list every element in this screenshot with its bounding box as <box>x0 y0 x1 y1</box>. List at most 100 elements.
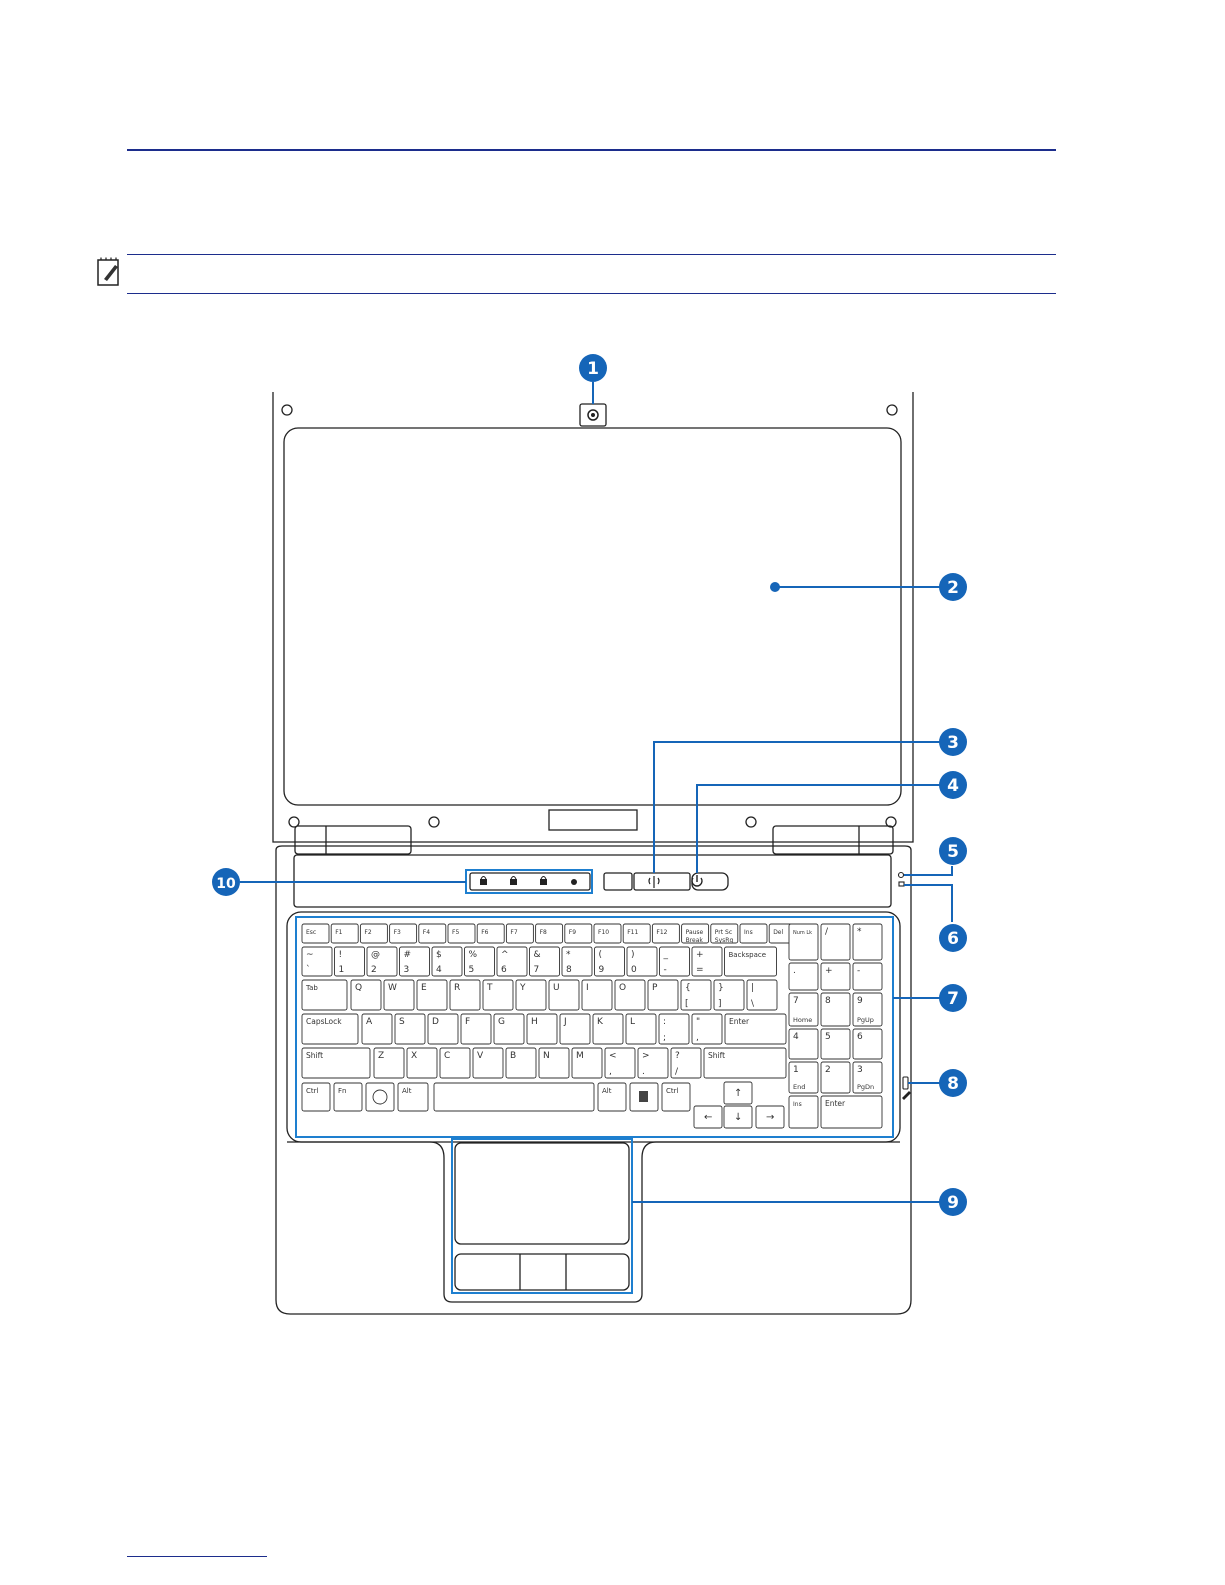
key-label: F1 <box>335 929 342 936</box>
key: → <box>755 1105 785 1129</box>
key-sublabel: 0 <box>631 965 637 975</box>
arrow-icon: ↓ <box>734 1112 742 1123</box>
key-cap <box>691 946 723 977</box>
key-cap <box>820 923 851 961</box>
key: / <box>820 923 851 961</box>
key: Q <box>350 979 382 1011</box>
key-label: F6 <box>481 929 488 936</box>
key-cap <box>334 946 365 977</box>
key: ↑ <box>723 1081 753 1105</box>
key: Ins <box>788 1095 819 1129</box>
key: - <box>852 962 883 991</box>
key: K <box>592 1013 624 1045</box>
key: O <box>614 979 646 1011</box>
key: Alt <box>397 1082 429 1112</box>
key-label: _ <box>663 950 669 960</box>
key-cap <box>439 1047 471 1079</box>
callout-marker <box>939 728 967 756</box>
key-label: Ctrl <box>666 1087 679 1095</box>
key: $4 <box>431 946 463 977</box>
key-label: Num Lk <box>793 930 812 936</box>
key-cap <box>713 979 745 1011</box>
key: B <box>505 1047 537 1079</box>
key-label: F12 <box>656 929 667 936</box>
key: H <box>526 1013 558 1045</box>
key-cap <box>788 992 819 1027</box>
note-pad-icon <box>97 257 119 286</box>
callout-marker <box>212 868 240 896</box>
key-label: 3 <box>857 1065 863 1075</box>
callout-marker <box>939 1188 967 1216</box>
key-label: Ctrl <box>306 1087 319 1095</box>
key: !1 <box>334 946 365 977</box>
key-cap <box>788 1061 819 1094</box>
key: F6 <box>476 923 505 944</box>
key: Alt <box>597 1082 627 1112</box>
key-cap <box>625 1013 657 1045</box>
key: A <box>361 1013 393 1045</box>
key-cap <box>852 992 883 1027</box>
key-label: Backspace <box>729 951 767 959</box>
key-label: 5 <box>825 1032 831 1042</box>
key: {[ <box>680 979 712 1011</box>
key: Backspace <box>724 946 777 977</box>
key-cap <box>659 946 690 977</box>
key: . <box>788 962 819 991</box>
key: CapsLock <box>301 1013 359 1045</box>
key-label: F7 <box>510 929 517 936</box>
key-cap <box>418 923 447 944</box>
key: V <box>472 1047 504 1079</box>
callout-number: 2 <box>947 578 959 598</box>
key-cap <box>852 962 883 991</box>
camera-icon <box>579 403 607 427</box>
key-label: { <box>685 983 691 993</box>
key: P <box>647 979 679 1011</box>
key-label: 9 <box>857 996 863 1006</box>
wireless-icon <box>648 876 660 888</box>
callout-marker <box>939 924 967 952</box>
key-sublabel: 2 <box>371 965 377 975</box>
callout-wireless-switch: 3 <box>939 728 967 756</box>
key-sublabel: PgDn <box>857 1083 874 1091</box>
key-label: Fn <box>338 1087 346 1095</box>
key-label: B <box>510 1051 516 1061</box>
key-cap <box>581 979 613 1011</box>
key-cap <box>449 979 481 1011</box>
top-rule <box>127 149 1056 151</box>
key-cap <box>493 1013 525 1045</box>
note-top-rule <box>127 254 1056 255</box>
key-label: Y <box>519 983 526 993</box>
key-cap <box>724 946 777 977</box>
key: += <box>691 946 723 977</box>
key-cap <box>548 979 580 1011</box>
key-cap <box>330 923 359 944</box>
key: F10 <box>593 923 622 944</box>
key-cap <box>505 1047 537 1079</box>
key: R <box>449 979 481 1011</box>
callout-number: 7 <box>947 989 959 1009</box>
key-label: Tab <box>305 984 318 992</box>
key-label: > <box>642 1051 650 1061</box>
footer-rule <box>127 1556 267 1557</box>
key-sublabel: = <box>696 965 704 975</box>
display-callout-dot <box>770 582 780 592</box>
key-cap <box>626 946 658 977</box>
key-cap <box>571 1047 603 1079</box>
key-cap <box>515 979 547 1011</box>
key-label: H <box>531 1017 538 1027</box>
key-cap <box>561 946 593 977</box>
key-cap <box>651 923 680 944</box>
key: Ctrl <box>661 1082 691 1112</box>
key-cap <box>691 1013 723 1045</box>
key-cap <box>433 1082 595 1112</box>
key-label: & <box>534 950 541 960</box>
callout-number: 8 <box>947 1074 959 1094</box>
highlight-boxes <box>295 869 894 1294</box>
key-cap <box>301 1013 359 1045</box>
key-cap <box>464 946 495 977</box>
callout-number: 10 <box>216 876 236 892</box>
key-label: ) <box>631 950 635 960</box>
key-sublabel: PgUp <box>857 1016 874 1024</box>
callout-number: 6 <box>947 929 959 949</box>
key-label: F8 <box>540 929 547 936</box>
